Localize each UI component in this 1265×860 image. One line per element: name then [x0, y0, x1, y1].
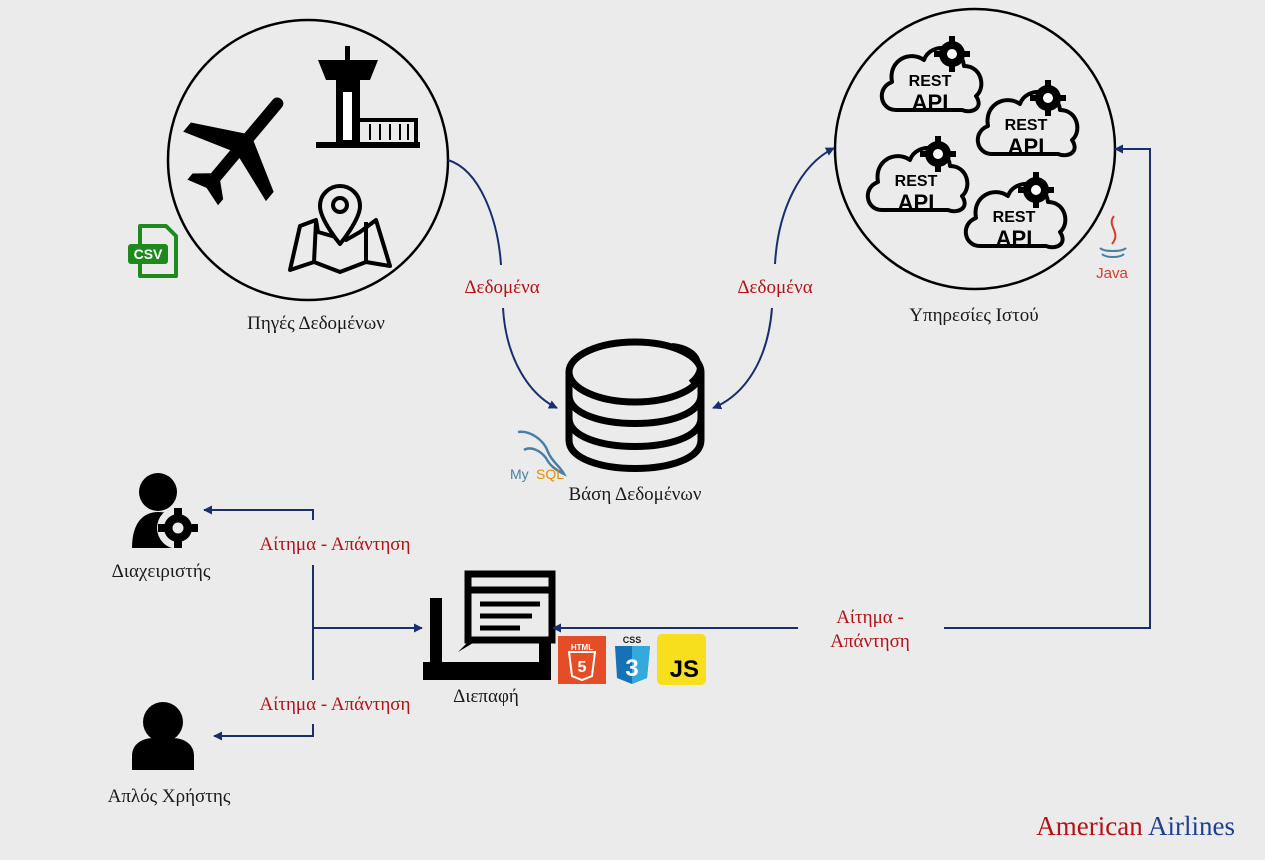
svg-text:CSS: CSS	[623, 635, 642, 645]
services-request-label-line1: Αίτημα -	[836, 607, 904, 628]
admin-label: Διαχειριστής	[112, 561, 211, 582]
sources-to-database-arrow	[502, 307, 558, 409]
services-request-label-line2: Απάντηση	[830, 631, 910, 652]
admin-edge-label: Αίτημα - Απάντηση	[260, 534, 411, 555]
svg-text:REST: REST	[895, 173, 938, 190]
rest-api-cloud-icon: REST API	[879, 34, 984, 115]
svg-text:SQL: SQL	[536, 466, 564, 482]
mysql-icon: My SQL	[510, 430, 567, 482]
svg-text:REST: REST	[993, 209, 1036, 226]
svg-text:API: API	[996, 226, 1033, 251]
svg-text:3: 3	[625, 655, 638, 682]
javascript-icon: JS	[657, 634, 706, 685]
services-to-database-arrow	[712, 307, 773, 410]
brand-part1: American	[1036, 811, 1143, 841]
to-admin-arrow	[203, 505, 314, 520]
svg-text:JS: JS	[670, 656, 699, 683]
html5-icon: HTML 5	[558, 636, 606, 684]
brand-part2: Airlines	[1148, 811, 1235, 841]
to-user-arrow	[213, 724, 314, 741]
map-pin-icon	[288, 184, 392, 274]
css3-icon: CSS 3	[615, 635, 650, 684]
data-sources-label: Πηγές Δεδομένων	[247, 313, 385, 334]
svg-text:5: 5	[578, 659, 587, 676]
svg-text:API: API	[1008, 134, 1045, 159]
database-label: Βάση Δεδομένων	[568, 484, 701, 505]
control-tower-icon	[316, 46, 420, 148]
services-edge-label: Δεδομένα	[737, 277, 812, 298]
brand-logo: American Airlines	[1036, 811, 1235, 842]
rest-api-cloud-icon: REST API	[865, 134, 970, 215]
svg-text:API: API	[898, 190, 935, 215]
java-text: Java	[1096, 265, 1128, 282]
svg-text:HTML: HTML	[571, 643, 593, 652]
sources-edge-label: Δεδομένα	[464, 277, 539, 298]
simple-user-label: Απλός Χρήστης	[108, 786, 231, 807]
svg-text:REST: REST	[1005, 117, 1048, 134]
user-icon	[132, 702, 194, 770]
database-to-services-arrow	[774, 147, 835, 265]
csv-text: CSV	[134, 246, 163, 262]
svg-text:My: My	[510, 466, 529, 482]
interface-label: Διεπαφή	[453, 686, 519, 707]
csv-file-icon: CSV	[128, 224, 178, 278]
sources-edge-line	[447, 159, 502, 266]
svg-text:REST: REST	[909, 73, 952, 90]
svg-text:API: API	[912, 90, 949, 115]
admin-icon	[132, 473, 199, 549]
rest-api-cloud-icon: REST API	[975, 78, 1080, 159]
web-services-label: Υπηρεσίες Ιστού	[909, 305, 1038, 326]
database-icon	[565, 338, 705, 472]
data-sources-circle	[166, 18, 450, 302]
airplane-icon	[183, 97, 284, 206]
laptop-icon	[423, 570, 556, 680]
user-edge-label: Αίτημα - Απάντηση	[260, 694, 411, 715]
java-icon: Java	[1096, 215, 1128, 282]
rest-api-cloud-icon: REST API	[963, 170, 1068, 251]
to-services-arrow	[944, 144, 1151, 629]
